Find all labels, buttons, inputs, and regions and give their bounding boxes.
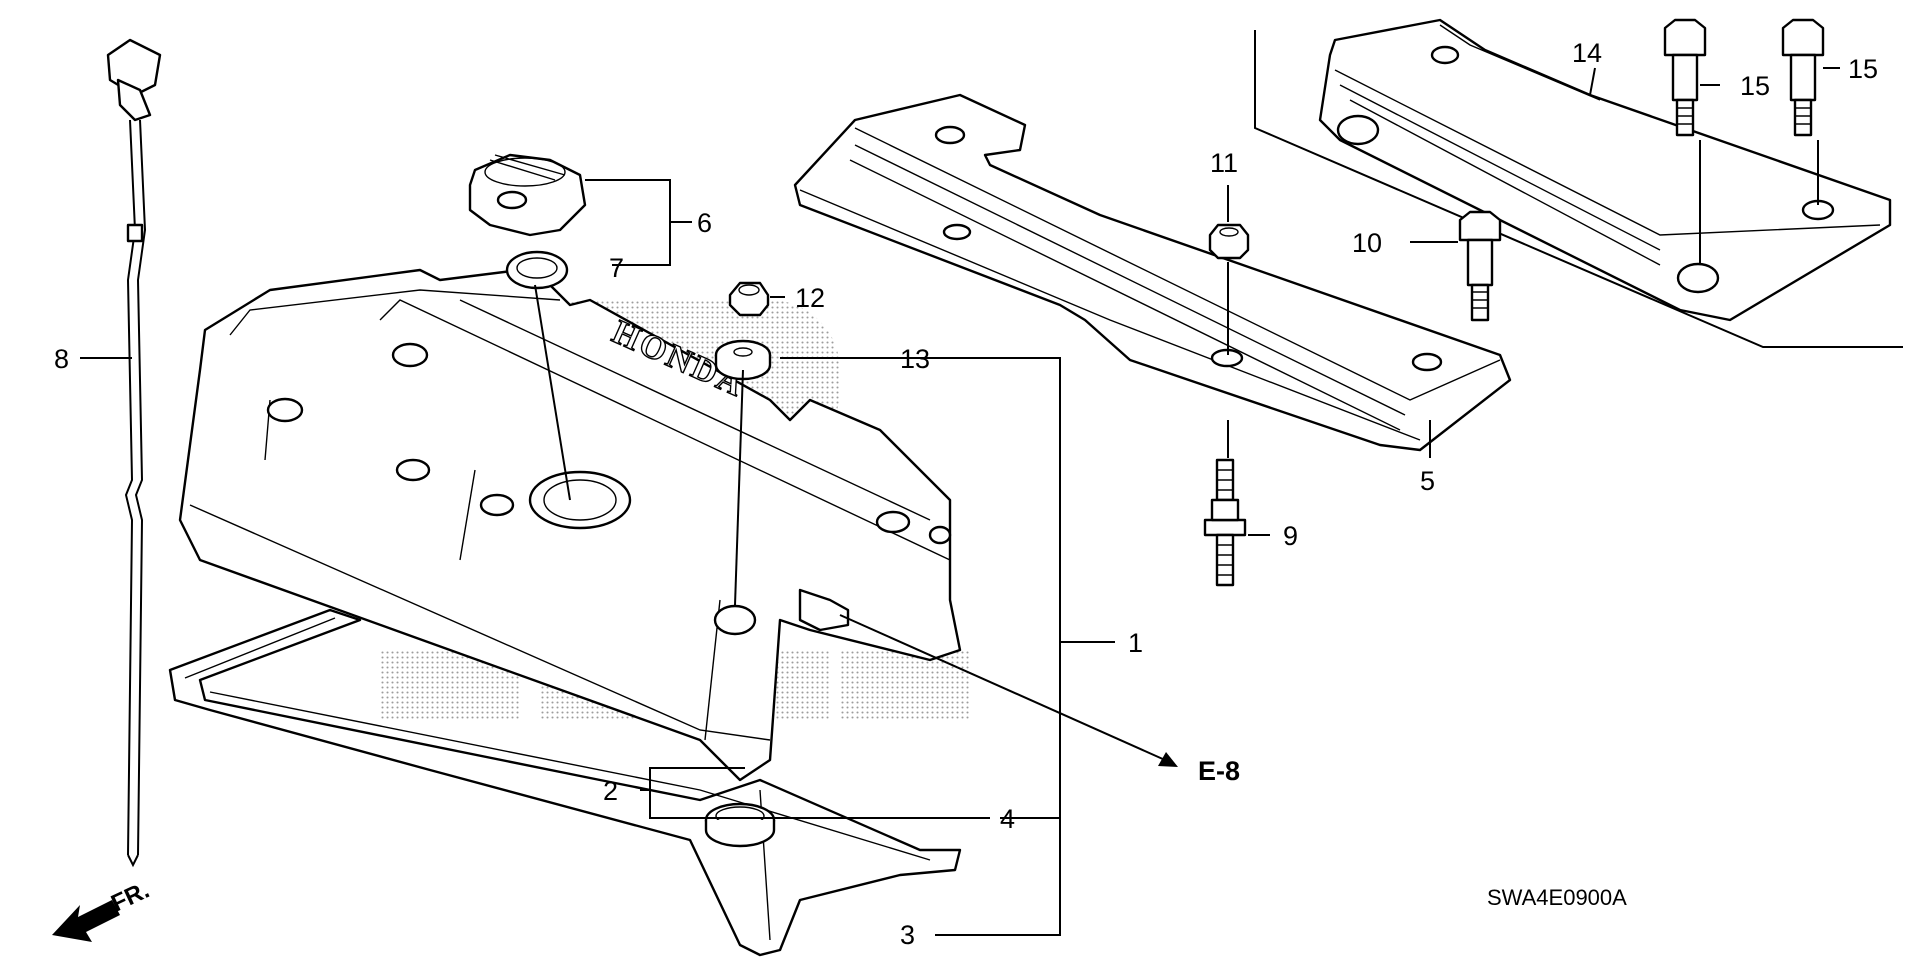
engine-cover-frame bbox=[1254, 30, 1903, 348]
engine-cover-5 bbox=[793, 93, 1512, 452]
bolt-10 bbox=[1458, 210, 1502, 322]
engine-cover-upper bbox=[1318, 18, 1892, 322]
callout-8: 8 bbox=[54, 344, 69, 374]
callout-12: 12 bbox=[795, 283, 825, 313]
callout-13: 13 bbox=[900, 344, 930, 374]
bolt-15-left bbox=[1663, 18, 1707, 137]
front-arrow-icon bbox=[52, 900, 120, 942]
stud-bolt-9 bbox=[1203, 458, 1247, 587]
diagram-code: SWA4E0900A bbox=[1487, 885, 1627, 910]
callout-2: 2 bbox=[603, 776, 618, 806]
bolt-15-right bbox=[1781, 18, 1825, 137]
plug-hole-seal bbox=[704, 802, 776, 848]
callout-4: 4 bbox=[1000, 804, 1015, 834]
nut-11 bbox=[1208, 223, 1250, 260]
leader-lines bbox=[80, 67, 1840, 936]
reference-link-e8[interactable]: E-8 bbox=[1198, 756, 1240, 786]
front-direction-indicator: FR. bbox=[52, 877, 154, 942]
callout-11: 11 bbox=[1210, 148, 1238, 178]
callout-3: 3 bbox=[900, 920, 915, 950]
callout-6: 6 bbox=[697, 208, 712, 238]
callout-7: 7 bbox=[609, 253, 624, 283]
callout-labels: 1 2 3 4 5 6 7 8 9 10 11 12 13 14 15 15 bbox=[54, 38, 1878, 950]
callout-5: 5 bbox=[1420, 466, 1435, 496]
callout-15-left: 15 bbox=[1740, 71, 1770, 101]
oil-filler-cap bbox=[468, 153, 587, 237]
washer-13 bbox=[714, 339, 772, 381]
callout-1: 1 bbox=[1128, 628, 1143, 658]
callout-15-right: 15 bbox=[1848, 54, 1878, 84]
callout-14: 14 bbox=[1572, 38, 1602, 68]
callout-9: 9 bbox=[1283, 521, 1298, 551]
callout-10: 10 bbox=[1352, 228, 1382, 258]
nut-12 bbox=[728, 281, 770, 317]
oil-dipstick bbox=[106, 38, 162, 868]
filler-cap-oring bbox=[505, 250, 569, 290]
